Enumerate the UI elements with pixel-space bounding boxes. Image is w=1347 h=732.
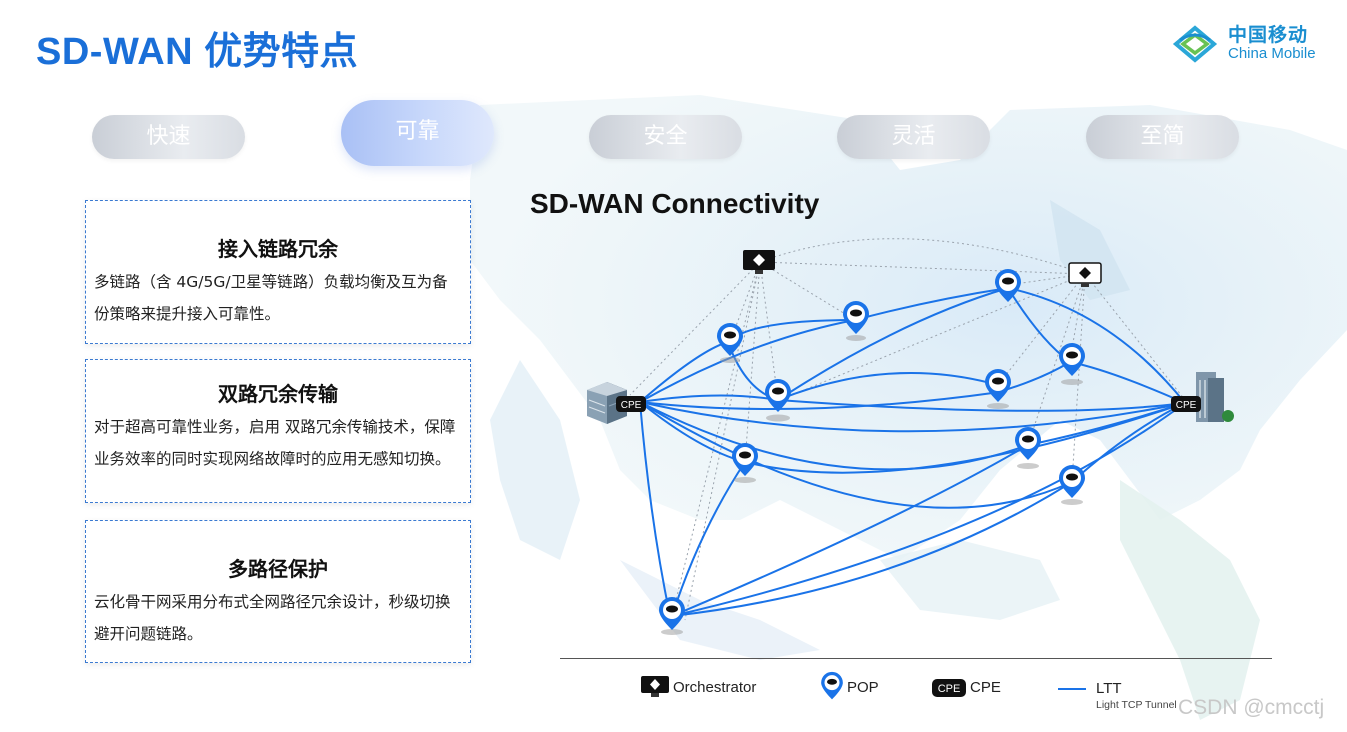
pop-legend-icon — [821, 671, 843, 700]
pop-icon — [843, 301, 869, 341]
pop-icon — [717, 323, 743, 363]
orchestrator-icon — [1068, 262, 1102, 287]
legend-cpe-label: CPE — [970, 679, 1001, 696]
pop-icon — [659, 597, 685, 635]
card-body: 多链路（含 4G/5G/卫星等链路）负载均衡及互为备份策略来提升接入可靠性。 — [94, 273, 448, 323]
orchestrator-icon — [743, 250, 775, 274]
ltt-legend-line — [1058, 688, 1086, 690]
watermark: CSDN @cmcctj — [1178, 696, 1325, 719]
brand-name-en: China Mobile — [1228, 45, 1316, 62]
pop-icon — [1059, 465, 1085, 505]
tab-flexible[interactable]: 灵活 — [837, 115, 990, 159]
diagram-legend: Orchestrator POP CPE CPE LTT Light TCP T… — [560, 658, 1272, 719]
cpe-badge: CPE — [1171, 396, 1201, 412]
card-dual-redundant-transmission: 双路冗余传输 对于超高可靠性业务，启用 双路冗余传输技术，保障业务效率的同时实现… — [85, 359, 471, 503]
china-mobile-logo-icon — [1172, 25, 1218, 63]
pop-icon — [1059, 343, 1085, 385]
pop-icon — [995, 269, 1021, 302]
card-body: 云化骨干网采用分布式全网路径冗余设计，秒级切换避开问题链路。 — [94, 593, 451, 643]
cpe-badge: CPE — [616, 396, 646, 412]
ltt-links — [639, 287, 1186, 617]
brand-name-cn: 中国移动 — [1228, 24, 1309, 46]
card-body: 对于超高可靠性业务，启用 双路冗余传输技术，保障业务效率的同时实现网络故障时的应… — [94, 418, 456, 468]
building-icon — [1196, 372, 1234, 422]
cpe-legend-badge-label: CPE — [938, 683, 961, 695]
cpe-badge-label: CPE — [621, 400, 642, 411]
card-access-link-redundancy: 接入链路冗余 多链路（含 4G/5G/卫星等链路）负载均衡及互为备份策略来提升接… — [85, 200, 471, 344]
orchestrator-legend-icon — [641, 676, 669, 697]
tab-simple[interactable]: 至简 — [1086, 115, 1239, 159]
pop-icon — [1015, 427, 1041, 469]
card-title: 多路径保护 — [228, 557, 328, 581]
pop-icon — [765, 379, 791, 422]
pop-icon — [732, 443, 758, 483]
card-title: 双路冗余传输 — [218, 382, 338, 406]
card-title: 接入链路冗余 — [218, 237, 338, 261]
legend-orchestrator-label: Orchestrator — [673, 679, 757, 696]
legend-pop-label: POP — [847, 679, 879, 696]
pop-icon — [985, 369, 1011, 409]
diagram-title: SD-WAN Connectivity — [530, 188, 820, 219]
tab-secure[interactable]: 安全 — [589, 115, 742, 159]
page-title: SD-WAN 优势特点 — [36, 31, 359, 73]
tab-fast[interactable]: 快速 — [92, 115, 245, 159]
card-multipath-protection: 多路径保护 云化骨干网采用分布式全网路径冗余设计，秒级切换避开问题链路。 — [85, 520, 471, 663]
cpe-legend-icon: CPE — [932, 679, 966, 697]
tab-reliable[interactable]: 可靠 — [341, 100, 494, 166]
legend-ltt-sublabel: Light TCP Tunnel — [1096, 699, 1177, 711]
legend-ltt-label: LTT — [1096, 680, 1122, 697]
china-mobile-logo: 中国移动 China Mobile — [1170, 20, 1330, 68]
cpe-badge-label: CPE — [1176, 400, 1197, 411]
